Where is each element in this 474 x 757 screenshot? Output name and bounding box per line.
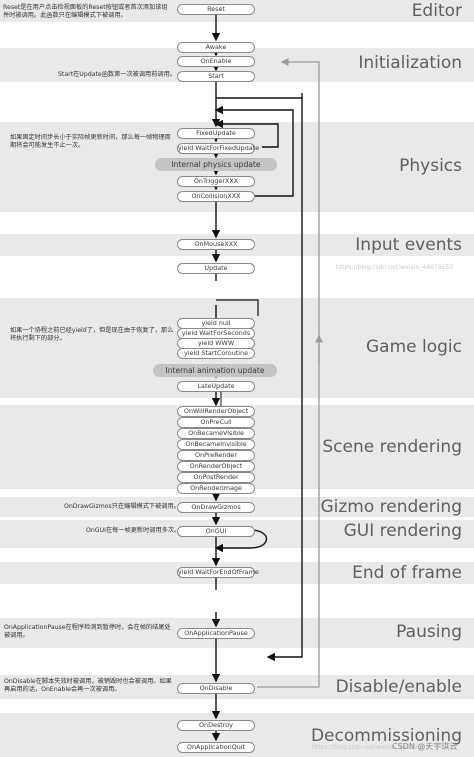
- node-onrenderimage: OnRenderImage: [177, 483, 255, 494]
- section-label-pausing: Pausing: [396, 622, 462, 642]
- node-update: Update: [177, 263, 255, 274]
- watermark-url-mid: https://blog.csdn.net/weixin_44079553: [336, 264, 454, 271]
- node-oncollisionxxx: OnCollisionXXX: [177, 191, 255, 202]
- node-onprerender: OnPreRender: [177, 450, 255, 461]
- disable-enable-return-arrow: [257, 58, 323, 688]
- section-label-scene-rendering: Scene rendering: [322, 437, 462, 457]
- node-awake: Awake: [177, 42, 255, 53]
- node-onapplicationquit: OnApplicationQuit: [177, 742, 255, 753]
- section-label-editor: Editor: [411, 1, 462, 21]
- section-label-gui-rendering: GUI rendering: [343, 521, 462, 541]
- note-physics: 如果固定时间步长小于实际帧更新时间，那么每一帧物理周期将会可能发生不止一次。: [10, 134, 171, 149]
- note-start: Start在Update函数第一次被调用前调用。: [58, 71, 176, 78]
- watermark-url-bottom: https://blog.csdn.net/weixin_44079553: [312, 744, 430, 751]
- node-start: Start: [177, 71, 255, 82]
- node-yield-startcoroutine: yield StartCoroutine: [177, 348, 255, 359]
- node-onenable: OnEnable: [177, 56, 255, 67]
- node-onrenderobject: OnRenderObject: [177, 461, 255, 472]
- node-ondrawgizmos: OnDrawGizmos: [177, 502, 255, 513]
- node-onmousexxx: OnMouseXXX: [177, 239, 255, 250]
- physics-loop-arrow: [214, 105, 294, 197]
- node-onwillrenderobject: OnWillRenderObject: [177, 406, 255, 417]
- node-internal-physics-update: Internal physics update: [155, 158, 277, 171]
- node-onpostrender: OnPostRender: [177, 472, 255, 483]
- node-onapplicationpause: OnApplicationPause: [177, 628, 255, 639]
- node-onbecameinvisible: OnBecameInvisible: [177, 439, 255, 450]
- frame-loop-arrow: [216, 93, 303, 662]
- note-disable: OnDisable在脚本失效时被调用，被销毁时也会被调用。如果再启用的话，OnE…: [4, 678, 172, 693]
- section-label-gizmo-rendering: Gizmo rendering: [320, 497, 462, 517]
- note-pause: OnApplicationPause在程序检测到暂停时，会在帧的结尾处被调用。: [4, 624, 171, 639]
- coroutine-return-arrow: [216, 299, 259, 316]
- section-label-end-of-frame: End of frame: [352, 563, 462, 583]
- section-label-game-logic: Game logic: [366, 337, 462, 357]
- node-ondestroy: OnDestroy: [177, 720, 255, 731]
- node-reset: Reset: [177, 4, 255, 15]
- node-ongui: OnGUI: [177, 526, 255, 537]
- node-onprecull: OnPreCull: [177, 417, 255, 428]
- note-reset: Reset是在用户点击检视面板的Reset按钮或者首次添加该组件时被调用。此函数…: [3, 4, 168, 19]
- note-game-logic: 如果一个协程之前已经yield了，但是现在由于恢复了，那么将执行剩下的部分。: [10, 327, 174, 342]
- section-label-initialization: Initialization: [358, 53, 462, 73]
- section-label-physics: Physics: [399, 156, 462, 176]
- node-fixedupdate: FixedUpdate: [177, 128, 255, 139]
- node-ondisable: OnDisable: [177, 683, 255, 694]
- node-yield-waitforendofframe: yield WaitForEndOfFrame: [177, 567, 259, 578]
- note-gizmo: OnDrawGizmos只在编辑模式下被调用。: [64, 503, 180, 510]
- node-onbecamevisible: OnBecameVisible: [177, 428, 255, 439]
- section-label-disable-enable: Disable/enable: [335, 677, 462, 697]
- node-yield-waitforfixedupdate: yield WaitForFixedUpdate: [177, 143, 260, 154]
- node-lateupdate: LateUpdate: [177, 381, 255, 392]
- node-internal-animation-update: Internal animation update: [153, 364, 277, 377]
- watermark-brand: CSDN @天宇琪云: [392, 742, 458, 751]
- note-gui: OnGUI在每一帧更新时调用多次。: [86, 527, 181, 534]
- section-label-input-events: Input events: [355, 235, 462, 255]
- gui-loop-arrow: [214, 529, 268, 553]
- section-label-decommissioning: Decommissioning: [310, 726, 462, 746]
- node-ontriggerxxx: OnTriggerXXX: [177, 176, 255, 187]
